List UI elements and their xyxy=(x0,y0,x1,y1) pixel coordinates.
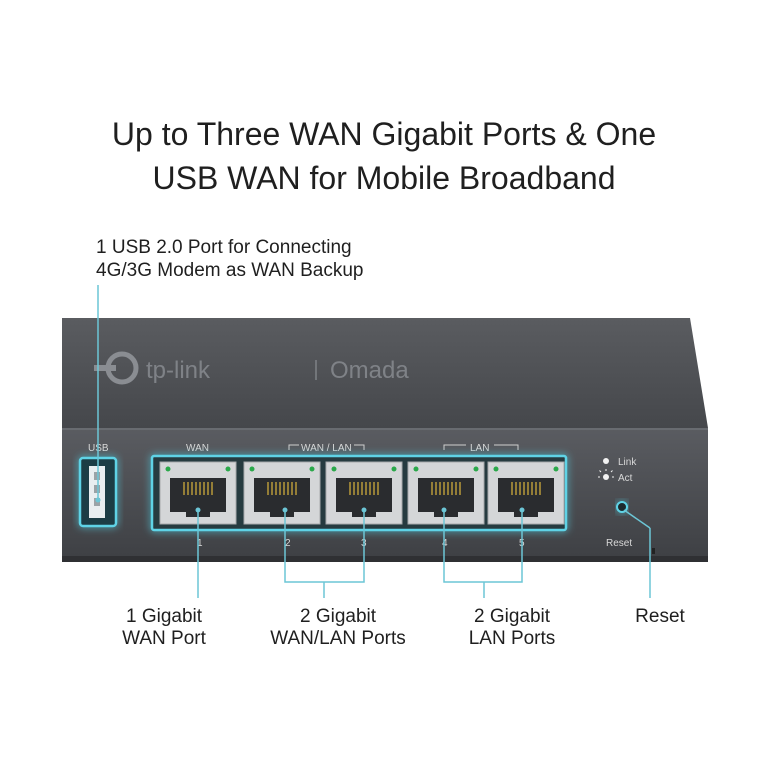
wanlan-ports-callout-line-2: WAN/LAN Ports xyxy=(270,628,406,649)
ethernet-port-4 xyxy=(407,461,485,525)
link-led-icon xyxy=(603,458,609,464)
reset-callout: Reset xyxy=(610,606,710,628)
link-led-label: Link xyxy=(618,457,637,468)
wan-port-callout-line-2: WAN Port xyxy=(122,628,206,649)
ethernet-port-5 xyxy=(487,461,565,525)
headline-line-2: USB WAN for Mobile Broadband xyxy=(152,160,616,196)
usb-caption-line-2: 4G/3G Modem as WAN Backup xyxy=(96,260,364,281)
callout-dots xyxy=(95,497,525,513)
headline: Up to Three WAN Gigabit Ports & One USB … xyxy=(0,112,768,200)
callout-lines xyxy=(97,285,651,598)
wan-port-callout-line-1: 1 Gigabit xyxy=(125,606,203,627)
reset-callout-line-1: Reset xyxy=(635,606,685,627)
act-led-icon xyxy=(598,469,614,480)
wanlan-ports-callout: 2 Gigabit WAN/LAN Ports xyxy=(248,606,428,650)
wanlan-group-label: WAN / LAN xyxy=(301,443,352,454)
tp-link-logo-icon xyxy=(94,351,139,385)
wan-group-label: WAN xyxy=(186,443,209,454)
wan-port-callout: 1 Gigabit WAN Port xyxy=(104,606,224,650)
headline-line-1: Up to Three WAN Gigabit Ports & One xyxy=(111,116,657,152)
lan-ports-callout-line-1: 2 Gigabit xyxy=(473,606,551,627)
brand-text: tp-link xyxy=(146,357,211,384)
ethernet-port-2 xyxy=(243,461,321,525)
usb-caption-line-1: 1 USB 2.0 Port for Connecting xyxy=(96,237,352,258)
reset-device-label: Reset xyxy=(606,538,632,549)
act-led-label: Act xyxy=(618,473,633,484)
lan-ports-callout-line-2: LAN Ports xyxy=(468,628,556,649)
usb-caption: 1 USB 2.0 Port for Connecting 4G/3G Mode… xyxy=(96,236,364,282)
product-line-text: Omada xyxy=(330,357,409,384)
wanlan-ports-callout-line-1: 2 Gigabit xyxy=(299,606,377,627)
lan-group-label: LAN xyxy=(470,443,489,454)
port-number-1: 1 xyxy=(197,538,203,549)
lan-ports-callout: 2 Gigabit LAN Ports xyxy=(452,606,572,650)
port-number-2: 2 xyxy=(285,538,291,549)
chassis-top xyxy=(62,318,708,428)
port-number-4: 4 xyxy=(442,538,448,549)
